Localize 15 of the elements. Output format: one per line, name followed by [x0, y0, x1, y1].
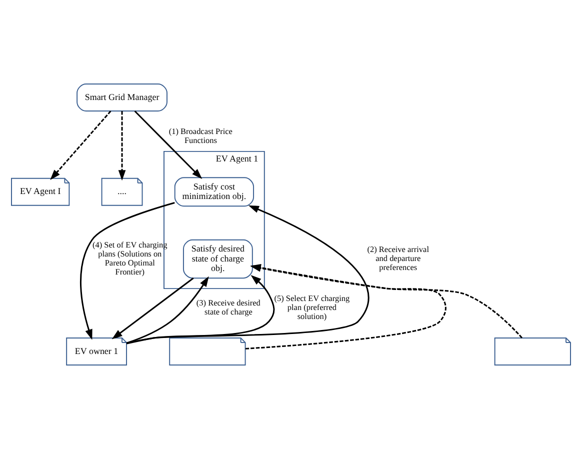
arrow [126, 275, 275, 344]
edge-label: (5) Select EV charging plan (preferred solution) [274, 294, 350, 322]
arrow [50, 110, 112, 180]
arrow [112, 278, 194, 340]
edge-label: (3) Receive desired state of charge [196, 298, 260, 317]
node-box: Satisfy desired state of charge obj. [182, 239, 253, 279]
arrow [118, 111, 126, 181]
arrow [80, 202, 175, 340]
node-box: Satisfy cost minimization obj. [174, 177, 254, 207]
edge-label: (1) Broadcast Price Functions [168, 127, 232, 146]
edge-label: (2) Receive arrival and departure preferences [367, 245, 430, 272]
arrow [126, 276, 209, 344]
node-box: Smart Grid Manager [76, 84, 168, 112]
arrow [134, 110, 202, 180]
arrow [126, 205, 370, 344]
